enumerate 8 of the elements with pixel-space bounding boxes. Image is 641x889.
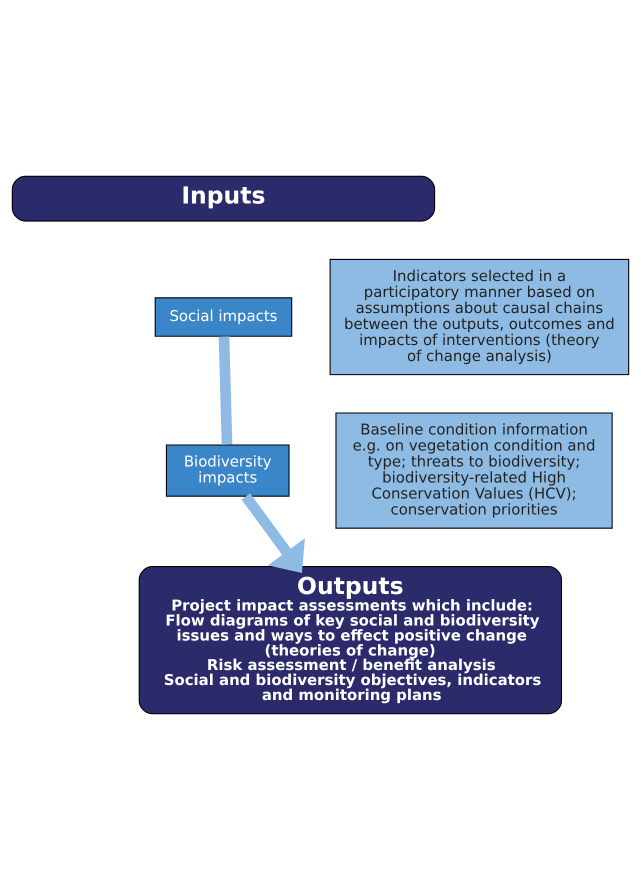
node-box: Social impacts	[154, 296, 292, 336]
node-box: Indicators selected in a participatory manner based on assumptions about causal chains between the outputs, outcomes and impacts of interventions (theory of change analysis)	[330, 258, 630, 375]
node-box: Inputs	[12, 175, 436, 222]
node-box: Outputs Project impact assessments which include: Flow diagrams of key social and biodiversity issues and ways to effect positive change (theories of change) Risk assessment / benefit analysis Social and biodiversity objectives, indicators and monitoring plans	[138, 566, 562, 714]
node-box: Biodiversity impacts	[166, 444, 290, 496]
node-box: Baseline condition information e.g. on vegetation condition and type; threats to biodiversity; biodiversity-related High Conservation Values (HCV); conservation priorities	[335, 412, 613, 528]
connector	[218, 336, 232, 444]
arrow	[242, 492, 305, 572]
